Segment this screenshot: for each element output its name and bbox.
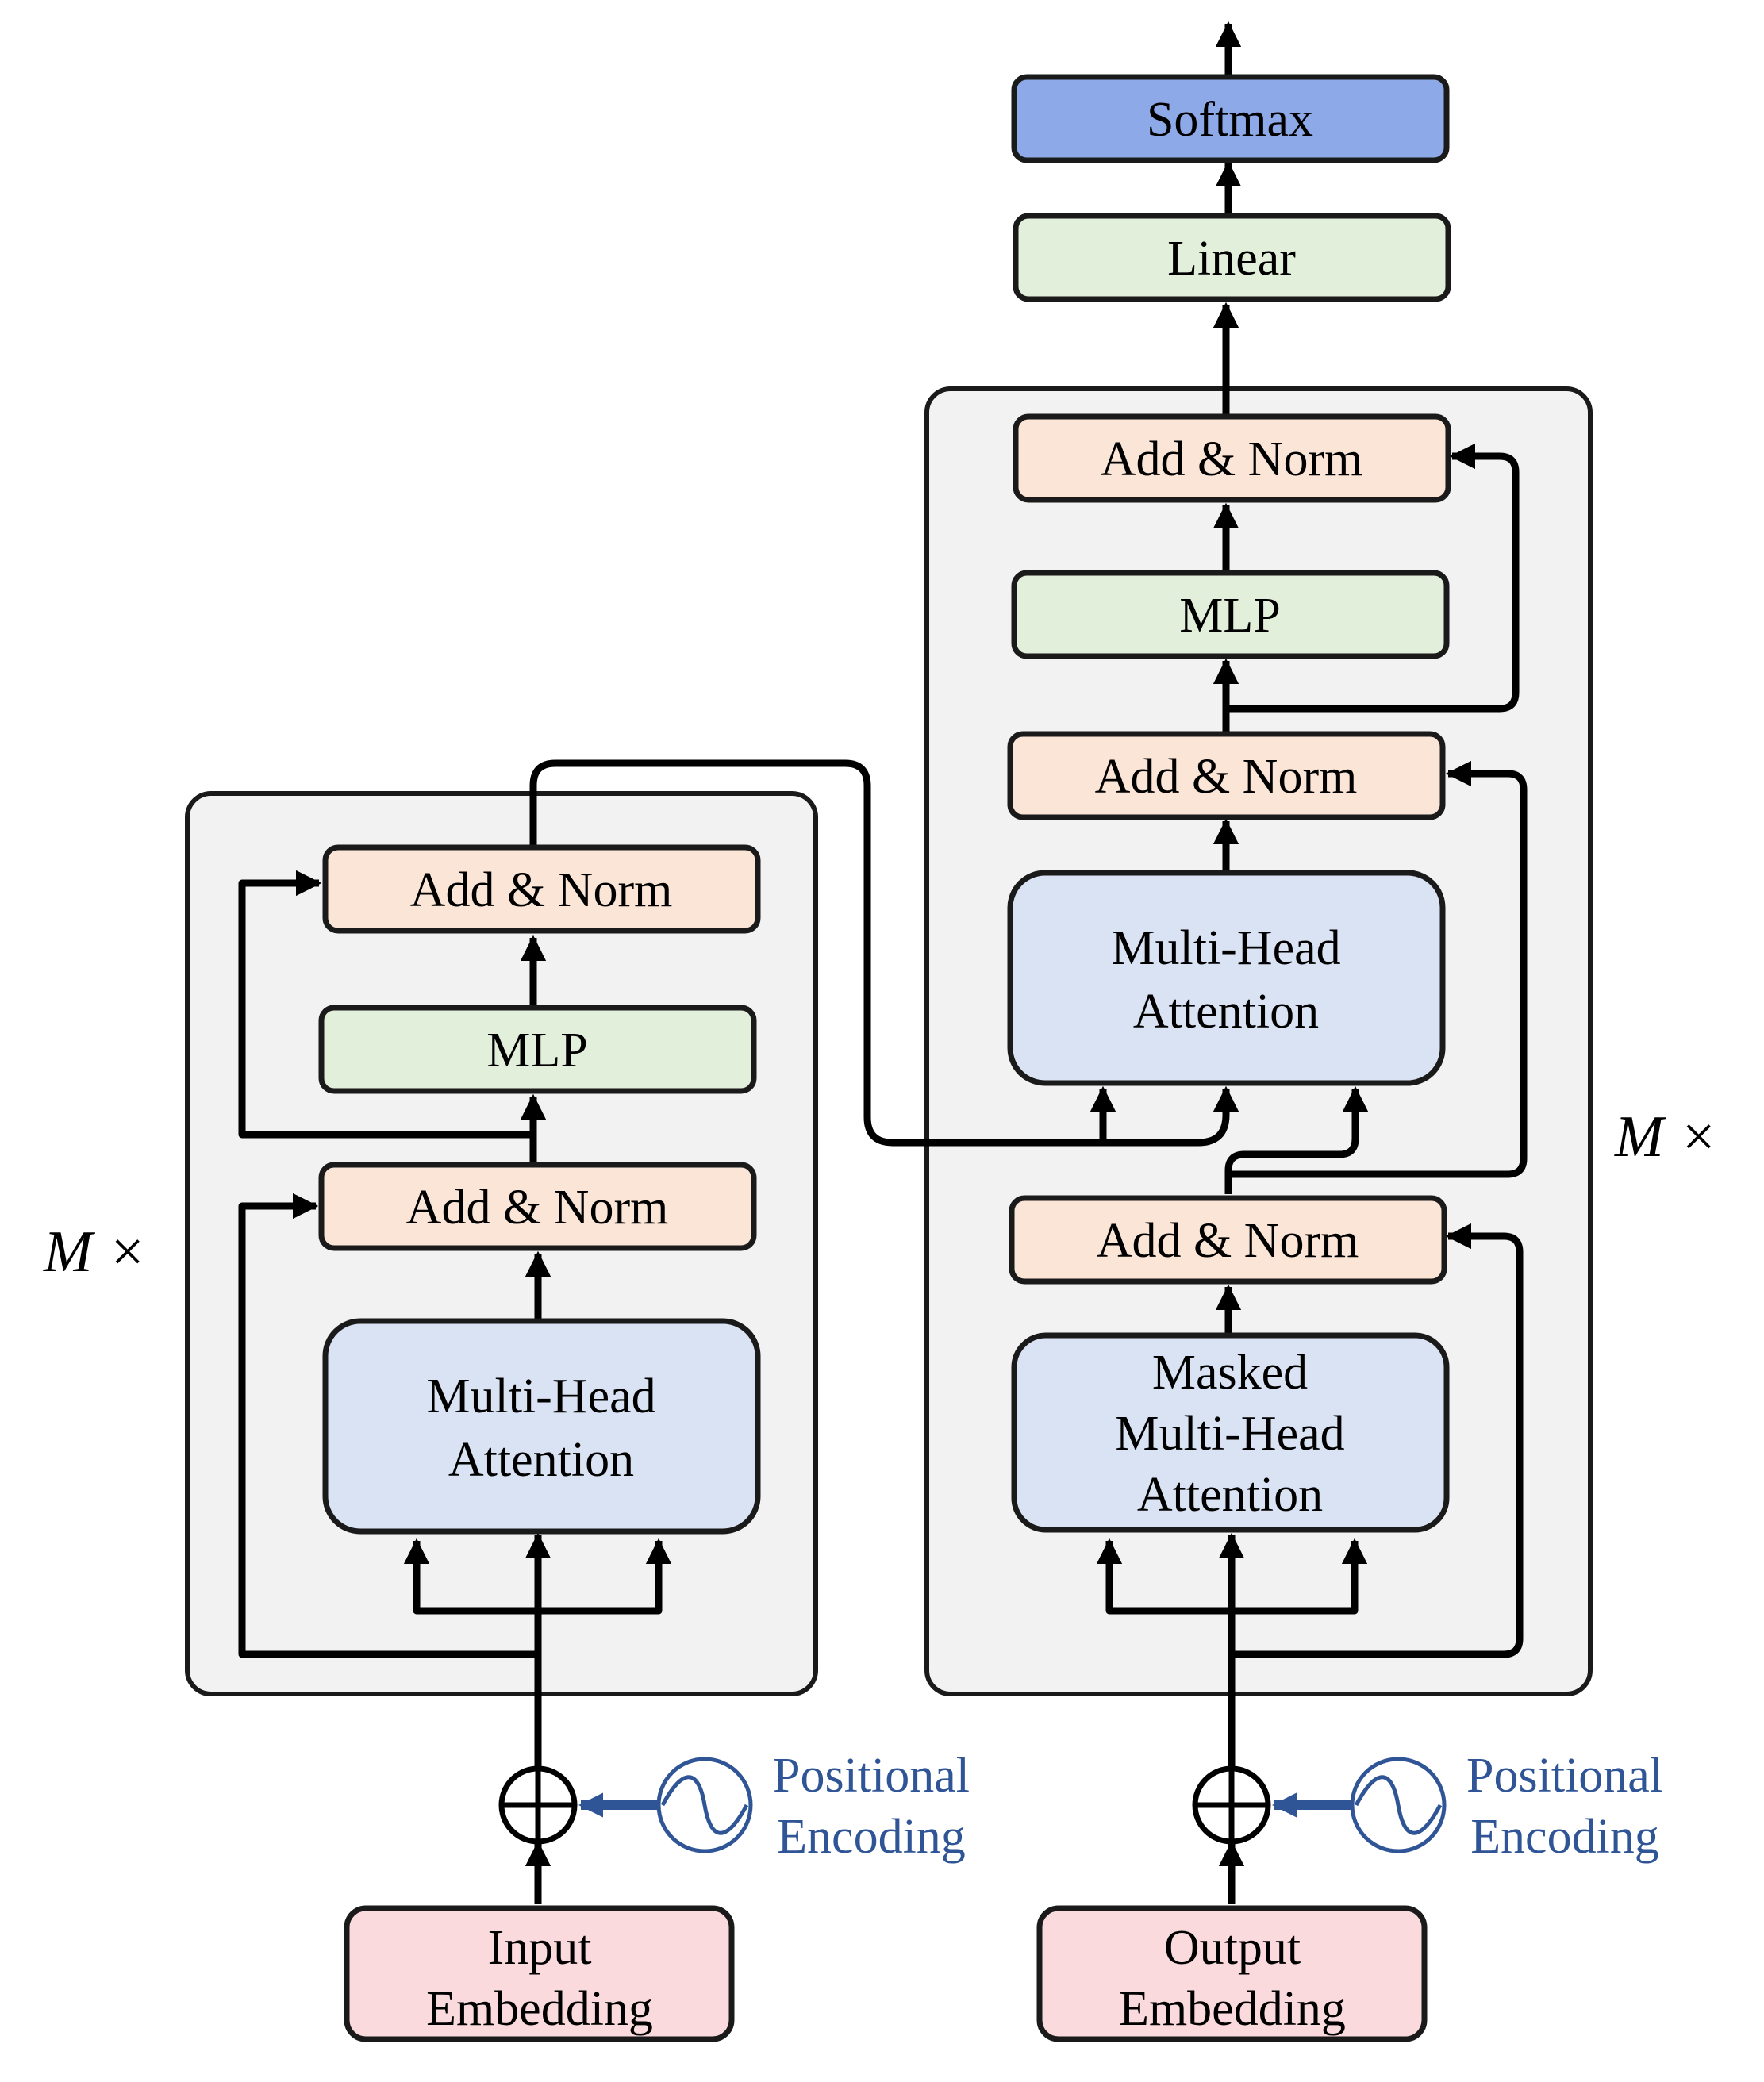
softmax-box [1011,74,1450,163]
encoder-attention: Multi-Head Attention [322,1318,761,1535]
decoder-norm2-box [1007,731,1446,820]
decoder-repeat-label: M × [1614,1104,1718,1170]
decoder-embedding-box [1036,1905,1428,2042]
decoder-output-embedding: Output Embedding [1036,1905,1428,2042]
encoder-repeat-label: M × [43,1220,147,1285]
encoder-positional-encoding: Positional Encoding [578,1749,970,1864]
decoder-positional-encoding: Positional Encoding [1271,1749,1663,1864]
encoder-wires [238,759,1239,1904]
decoder-masked-attention-line2: Multi-Head [1115,1407,1344,1461]
decoder-masked-attention-box [1011,1332,1450,1533]
linear-box [1013,213,1451,302]
encoder-norm2-box [322,844,761,934]
decoder-wires [1096,21,1528,1904]
encoder-embedding-box [344,1905,735,2042]
encoder-attention-line2: Attention [448,1433,634,1487]
encoder-norm1-box [318,1162,757,1251]
softmax-label: Softmax [1147,93,1313,147]
encoder-mlp-box [318,1005,757,1094]
decoder-pe-line2: Encoding [1470,1810,1659,1864]
decoder-norm2-label: Add & Norm [1095,750,1358,804]
decoder-masked-attention-line3: Attention [1137,1468,1323,1522]
decoder-norm1-label: Add & Norm [1097,1214,1359,1268]
encoder-norm2: Add & Norm [322,844,761,934]
linear-label: Linear [1167,232,1296,286]
decoder-embedding-line1: Output [1164,1921,1301,1975]
softmax-layer: Softmax [1011,74,1450,163]
encoder-pe-line2: Encoding [777,1810,966,1864]
decoder-norm3-label: Add & Norm [1101,432,1363,486]
decoder-mlp-box [1011,570,1450,659]
linear-layer: Linear [1013,213,1451,302]
encoder-embedding-line2: Embedding [426,1982,653,2036]
decoder-pe-line1: Positional [1466,1749,1663,1803]
encoder-mlp-label: MLP [486,1024,587,1077]
decoder-norm1: Add & Norm [1009,1195,1447,1285]
encoder-attention-box [322,1318,761,1535]
encoder-norm1-label: Add & Norm [406,1181,669,1235]
encoder-adder [498,1765,578,1845]
decoder-norm3: Add & Norm [1013,413,1451,503]
decoder-masked-attention-line1: Masked [1152,1346,1308,1400]
encoder-pe-line1: Positional [773,1749,970,1803]
encoder-attention-line1: Multi-Head [426,1369,655,1423]
decoder-adder [1192,1765,1271,1845]
encoder-input-embedding: Input Embedding [344,1905,735,2042]
decoder-cross-attention: Multi-Head Attention [1007,870,1446,1086]
decoder-wave-icon [1354,1775,1443,1835]
encoder-mlp: MLP [318,1005,757,1094]
decoder-cross-attention-box [1007,870,1446,1086]
decoder-norm2: Add & Norm [1007,731,1446,820]
decoder-embedding-line2: Embedding [1119,1982,1346,2036]
decoder-masked-attention: Masked Multi-Head Attention [1011,1332,1450,1533]
decoder-mlp-label: MLP [1179,589,1280,643]
encoder-norm1: Add & Norm [318,1162,757,1251]
decoder-norm3-box [1013,413,1451,503]
decoder-mlp: MLP [1011,570,1450,659]
decoder-cross-attention-line1: Multi-Head [1111,921,1340,975]
encoder-wave-icon [660,1775,749,1835]
encoder-norm2-label: Add & Norm [410,863,673,917]
encoder-embedding-line1: Input [488,1921,592,1975]
decoder-cross-attention-line2: Attention [1133,985,1319,1039]
decoder-norm1-box [1009,1195,1447,1285]
